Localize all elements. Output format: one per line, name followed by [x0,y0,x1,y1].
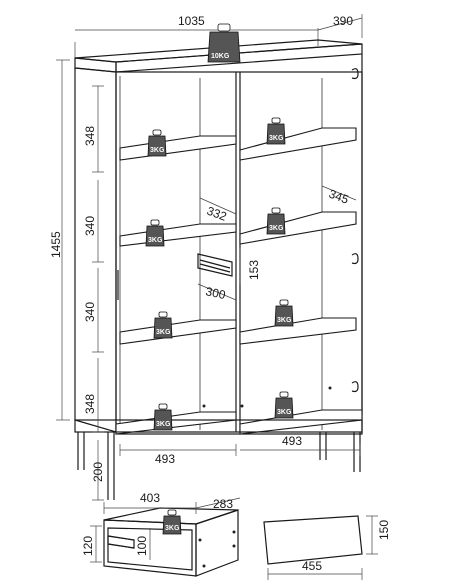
front-panel-height-label: 150 [377,520,391,540]
inner-width-left-label: 493 [155,452,175,466]
weight-icon-shelf-1-right: 3KG [266,117,286,145]
weight-icon-shelf-2-left: 3KG [145,219,165,247]
drawer-inner-height-label: 100 [135,536,149,556]
drawer-length-label: 283 [213,497,233,511]
weight-icon-shelf-2-right: 3KG [266,207,286,235]
top-dimension [74,14,363,60]
weight-label: 3KG [269,135,284,142]
weight-label: 3KG [269,225,284,232]
shelf-depth-right-label: 345 [327,187,351,207]
shelf-gap-3-label: 340 [83,302,97,322]
pin-holes [202,386,332,408]
drawer-detail [90,497,241,577]
weight-label: 3KG [148,237,163,244]
weight-icon-shelf-4-left: 3KG [153,403,173,431]
inner-width-dimensions [119,444,361,456]
cabinet-body [74,54,363,435]
weight-icon-shelf-3-right: 3KG [274,299,294,327]
weight-label: 3KG [150,147,165,154]
shelf-gap-2-label: 340 [83,216,97,236]
weight-icon-shelf-4-right: 3KG [274,391,294,419]
drawer-slide-detail [197,253,233,277]
weight-label: 3KG [156,329,171,336]
total-depth-label: 390 [333,14,353,28]
weight-label: 3KG [156,421,171,428]
weight-icon-top: 10KG [207,23,241,63]
drawer-height-inside-label: 153 [247,260,261,280]
total-width-label: 1035 [178,14,205,28]
weight-label-top: 10KG [211,53,230,60]
shelf-gap-4-label: 348 [83,394,97,414]
base-and-legs [74,419,363,500]
weight-label: 3KG [165,525,180,532]
shelf-gap-1-label: 348 [83,126,97,146]
drawer-side-height-label: 120 [81,536,95,556]
weight-label: 3KG [277,409,292,416]
weight-icon-drawer: 3KG [162,509,182,535]
drawer-width-label: 403 [140,491,160,505]
weight-icon-shelf-3-left: 3KG [153,311,173,339]
drawer-front-panel [263,515,378,580]
weight-label: 3KG [277,317,292,324]
shelf-depth-left-label: 332 [205,204,229,224]
weight-icon-shelf-1-left: 3KG [147,129,167,157]
leg-height-label: 200 [91,462,105,482]
depth-dimensions [197,185,357,301]
height-dimensions [56,59,104,501]
inner-width-right-label: 493 [282,434,302,448]
door-hinges [351,68,359,393]
bottom-shelf [115,409,363,435]
drawer-depth-label: 300 [204,284,227,302]
total-height-label: 1455 [49,231,63,258]
shelf-row-3 [119,317,357,345]
front-panel-width-label: 455 [302,559,322,573]
